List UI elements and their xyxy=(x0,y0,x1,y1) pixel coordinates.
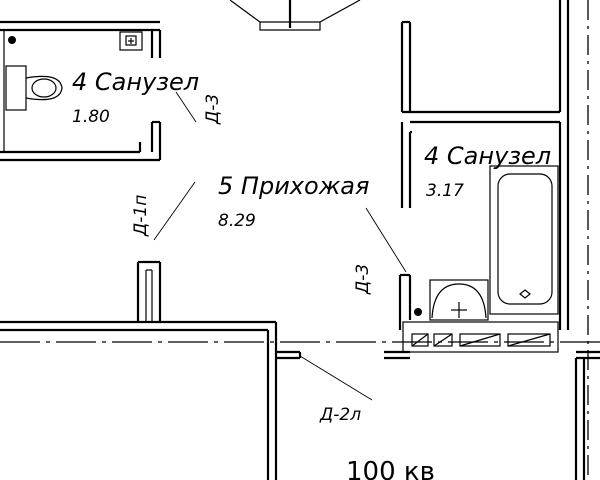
door-label-d2l: Д-2л xyxy=(319,405,361,425)
right-walls xyxy=(398,0,570,330)
room-area-hallway: 8.29 xyxy=(218,211,256,231)
room-label-bathroom-left: 4 Санузел xyxy=(72,68,199,96)
room-label-hallway: 5 Прихожая xyxy=(218,172,369,200)
toilet-left xyxy=(5,65,63,111)
leader-lines xyxy=(153,91,407,401)
sink-right xyxy=(429,279,489,321)
bathtub xyxy=(489,165,559,315)
sink-left xyxy=(119,31,143,51)
lower-walls xyxy=(0,260,600,480)
room-label-bathroom-right: 4 Санузел xyxy=(424,142,551,170)
bathroom-left-walls xyxy=(0,20,162,162)
bottom-area-text: 100 кв xyxy=(346,457,435,480)
riser-dot-left xyxy=(8,36,16,44)
door-label-d3-top: Д-3 xyxy=(203,94,223,125)
door-label-d3-right: Д-3 xyxy=(353,264,373,295)
vent-blocks xyxy=(402,321,559,353)
room-area-bathroom-right: 3.17 xyxy=(426,181,464,201)
top-fixture xyxy=(229,0,361,31)
riser-dot-right xyxy=(414,308,422,316)
room-area-bathroom-left: 1.80 xyxy=(72,107,110,127)
door-label-d1p: Д-1п xyxy=(131,195,151,237)
